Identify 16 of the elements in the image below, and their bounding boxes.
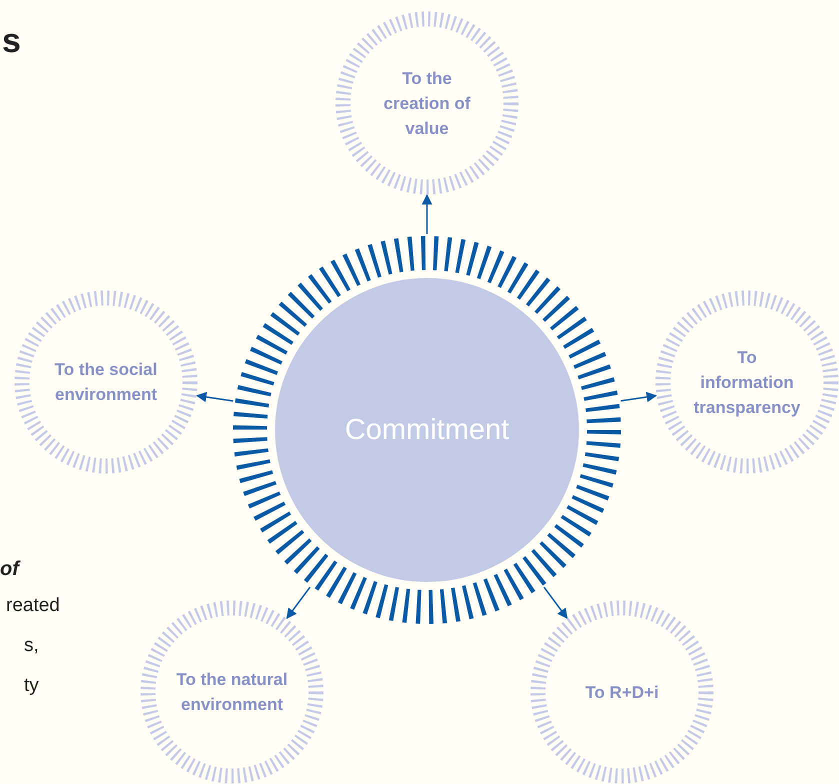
node-label: Commitment xyxy=(344,414,510,446)
arrow xyxy=(422,194,432,234)
arrow xyxy=(286,586,311,620)
node-label: To the social environment xyxy=(54,359,158,406)
arrow xyxy=(620,392,658,402)
text-fragment: of xyxy=(0,558,19,581)
text-fragment: reated xyxy=(6,595,60,617)
arrow xyxy=(196,392,234,402)
text-fragment: s xyxy=(2,22,21,61)
node-label: To R+D+i xyxy=(584,682,660,704)
node-label: To the creation of value xyxy=(382,68,472,140)
node-label: To the natural environment xyxy=(176,669,288,716)
text-fragment: ty xyxy=(24,675,39,697)
arrow xyxy=(543,586,568,620)
text-fragment: s, xyxy=(24,635,39,657)
node-label: To information transparency xyxy=(692,346,802,418)
